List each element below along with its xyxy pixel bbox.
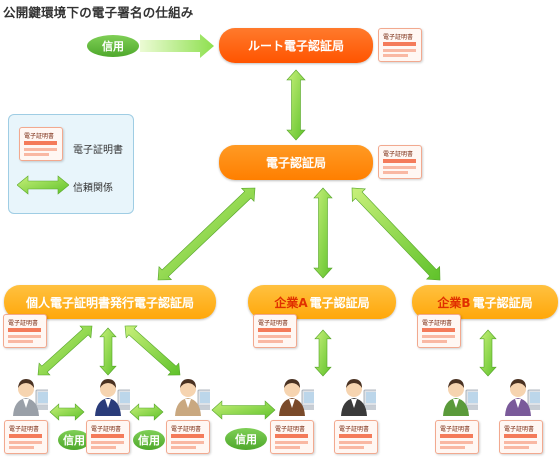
ca-node: 電子認証局 bbox=[219, 145, 373, 180]
personal-ca-label: 個人電子証明書発行電子認証局 bbox=[25, 295, 194, 310]
legend-cert-icon: 電子証明書 bbox=[19, 127, 63, 161]
cert-caption: 電子証明書 bbox=[422, 320, 453, 327]
cert-caption: 電子証明書 bbox=[258, 320, 289, 327]
user1-cert: 電子証明書 bbox=[4, 420, 48, 454]
trust-badge-2: 信用 bbox=[133, 430, 165, 450]
corp-a-label: 電子認証局 bbox=[309, 295, 370, 310]
cert-caption: 電子証明書 bbox=[8, 320, 39, 327]
personal-user1-link-arrow bbox=[37, 325, 93, 376]
personal-user3-link-arrow bbox=[124, 325, 181, 376]
corp-b-user1-person-icon bbox=[443, 379, 478, 416]
ca-personal-link-arrow bbox=[157, 187, 256, 281]
legend-relation-label: 信頼関係 bbox=[73, 183, 113, 194]
corp-a-user1-person-icon bbox=[279, 379, 314, 416]
user2-person-icon bbox=[95, 379, 130, 416]
root-trust-arrow bbox=[140, 34, 214, 58]
trust-badge-root: 信用 bbox=[87, 35, 139, 57]
legend-cert-label: 電子証明書 bbox=[73, 145, 123, 156]
page-title: 公開鍵環境下の電子署名の仕組み bbox=[3, 5, 194, 20]
trust-badge-1: 信用 bbox=[58, 430, 90, 450]
cert-caption: 電子証明書 bbox=[9, 426, 40, 433]
corp-b-user-link-arrow bbox=[479, 329, 497, 377]
user1-user2-trust-arrow bbox=[49, 403, 85, 421]
trust-badge-3: 信用 bbox=[225, 428, 267, 450]
user3-person-icon bbox=[175, 379, 210, 416]
cert-caption: 電子証明書 bbox=[383, 151, 414, 158]
cert-caption: 電子証明書 bbox=[275, 426, 306, 433]
personal-ca-node: 個人電子証明書発行電子認証局 bbox=[4, 285, 216, 319]
root-ca-node: ルート電子認証局 bbox=[219, 28, 373, 63]
corp-a-name: 企業A bbox=[274, 295, 308, 310]
corp-b-user2-person-icon bbox=[505, 379, 540, 416]
corp-b-user1-cert: 電子証明書 bbox=[435, 420, 479, 454]
cert-caption: 電子証明書 bbox=[383, 34, 414, 41]
corp-a-user2-cert: 電子証明書 bbox=[334, 420, 378, 454]
corp-a-user2-person-icon bbox=[341, 379, 376, 416]
user3-cert: 電子証明書 bbox=[166, 420, 210, 454]
corp-b-user2-cert: 電子証明書 bbox=[499, 420, 543, 454]
corp-a-ca-cert: 電子証明書 bbox=[253, 314, 297, 348]
user2-user3-trust-arrow bbox=[129, 403, 164, 421]
corp-b-ca-node: 企業B 電子認証局 bbox=[412, 285, 558, 319]
cert-caption: 電子証明書 bbox=[440, 426, 471, 433]
root-ca-link-arrow bbox=[286, 69, 306, 141]
user2-cert: 電子証明書 bbox=[86, 420, 130, 454]
corp-b-name: 企業B bbox=[437, 295, 471, 310]
cert-caption: 電子証明書 bbox=[339, 426, 370, 433]
legend-box: 電子証明書 電子証明書 信頼関係 bbox=[8, 114, 134, 214]
personal-user2-link-arrow bbox=[99, 327, 117, 376]
legend-double-arrow-icon bbox=[17, 175, 69, 195]
root-ca-label: ルート電子認証局 bbox=[247, 39, 344, 53]
corp-a-user1-cert: 電子証明書 bbox=[270, 420, 314, 454]
corp-a-user-link-arrow bbox=[314, 329, 332, 377]
ca-corp-b-link-arrow bbox=[351, 187, 441, 281]
corp-b-label: 電子認証局 bbox=[472, 295, 533, 310]
personal-ca-cert: 電子証明書 bbox=[3, 314, 47, 348]
cert-caption: 電子証明書 bbox=[504, 426, 535, 433]
ca-corp-a-link-arrow bbox=[313, 187, 333, 279]
ca-label: 電子認証局 bbox=[265, 156, 326, 170]
corp-a-ca-node: 企業A 電子認証局 bbox=[248, 285, 396, 319]
ca-cert: 電子証明書 bbox=[378, 145, 422, 179]
user3-corp-a-trust-arrow bbox=[211, 400, 276, 420]
user1-person-icon bbox=[13, 379, 48, 416]
cert-caption: 電子証明書 bbox=[171, 426, 202, 433]
corp-b-ca-cert: 電子証明書 bbox=[417, 314, 461, 348]
root-ca-cert: 電子証明書 bbox=[378, 28, 422, 62]
cert-caption: 電子証明書 bbox=[91, 426, 122, 433]
